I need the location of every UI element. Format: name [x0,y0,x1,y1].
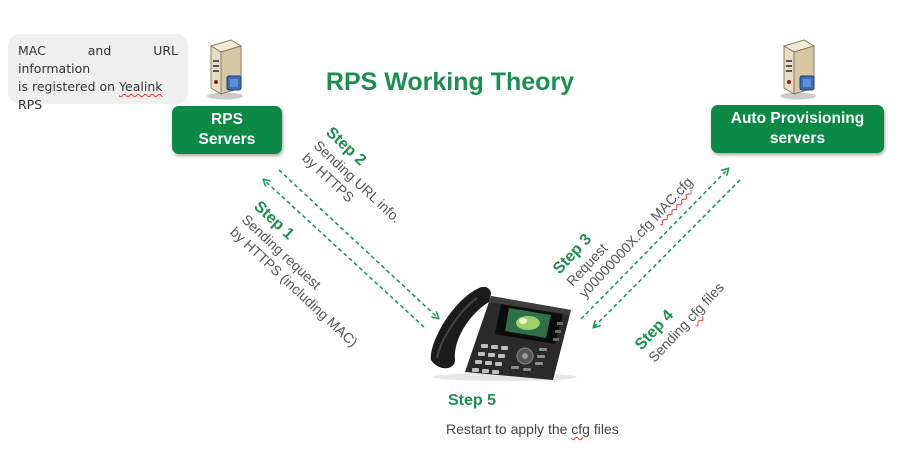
note-line-2: is registered on Yealink [18,79,163,94]
server-icon [207,39,243,100]
auto-provisioning-servers-box: Auto Provisioning servers [711,105,884,153]
step-5-description: Restart to apply the cfg files [446,421,619,437]
server-icon [780,39,816,100]
arrow-step-1 [264,180,425,328]
ap-box-line-1: Auto Provisioning [730,110,865,127]
note-line-1: MAC and URL information [18,43,178,76]
info-note: MAC and URL information is registered on… [8,34,188,112]
rps-box-line-2: Servers [198,131,256,148]
arrow-step-3 [580,169,728,320]
arrow-step-2 [278,169,438,318]
note-yealink: Yealink [119,79,163,94]
step-5-label: Step 5 [448,392,497,409]
note-line-3: RPS [18,97,43,112]
rps-servers-box: RPS Servers [172,106,282,154]
ip-phone-icon [430,286,577,381]
ap-box-line-2: servers [769,130,826,147]
rps-box-line-1: RPS [211,111,243,128]
step-5-cfg: cfg [571,421,590,437]
diagram-title: RPS Working Theory [325,68,575,96]
